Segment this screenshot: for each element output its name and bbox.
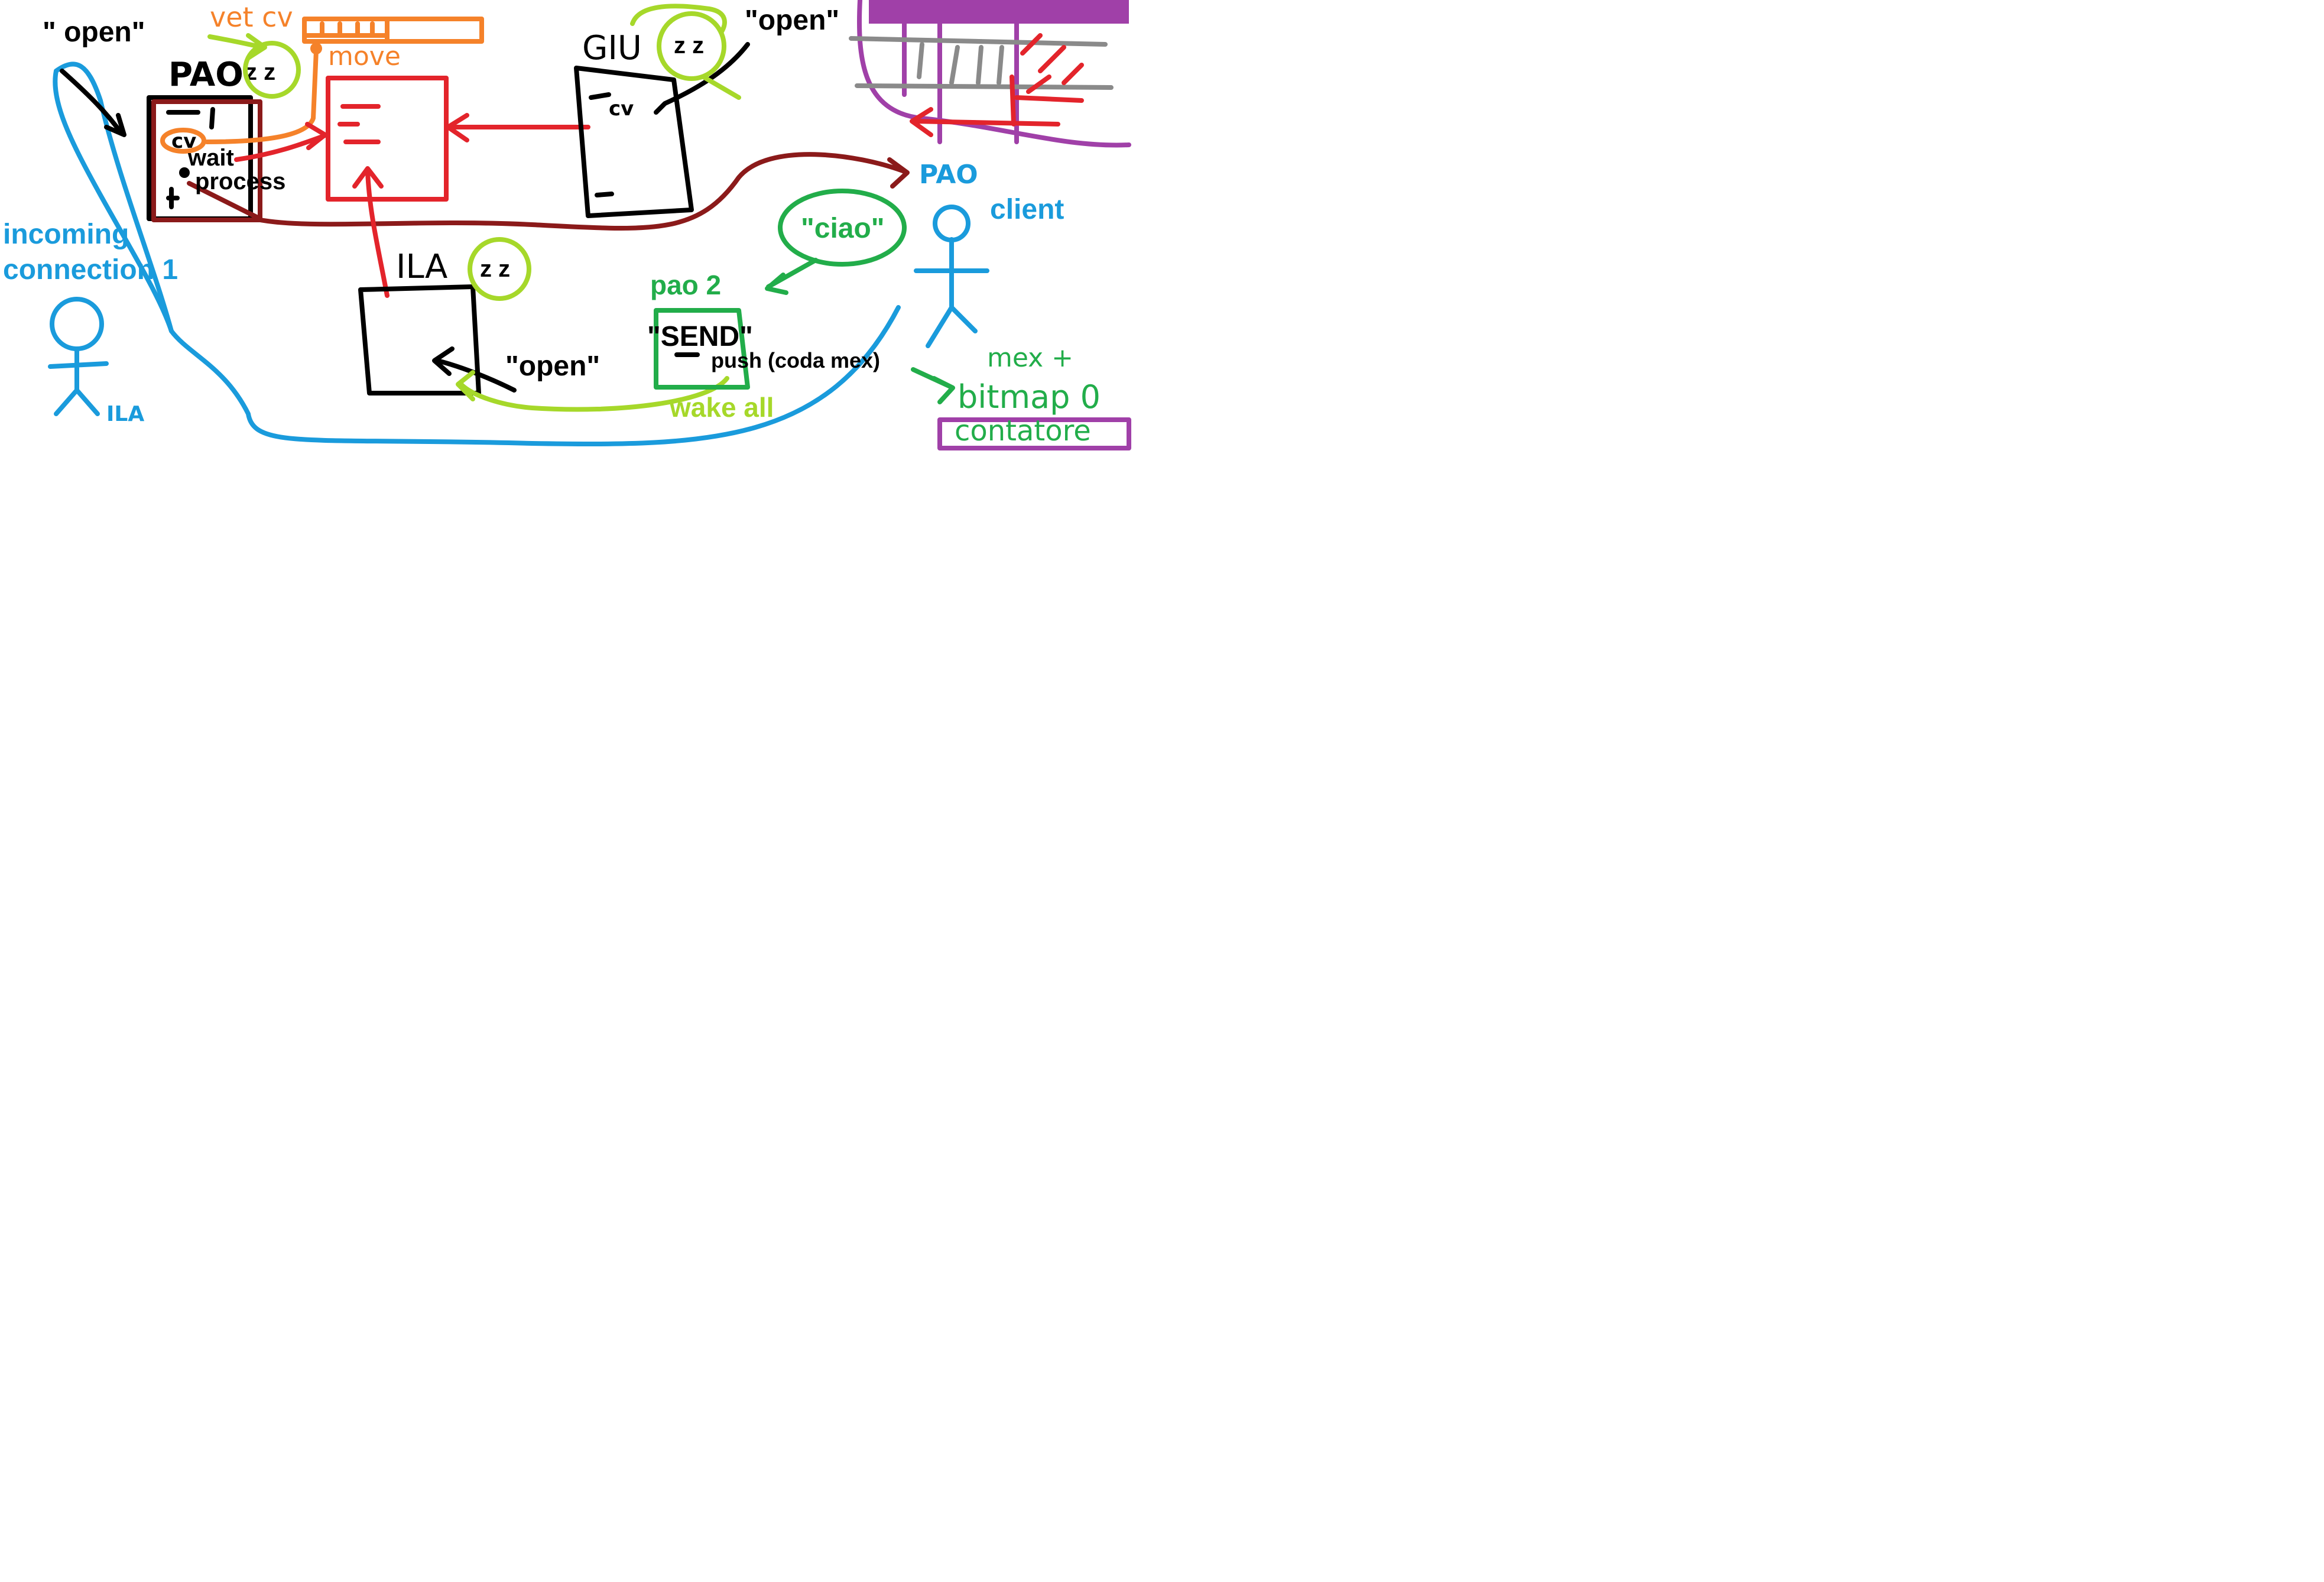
incoming-user-figure [48,297,109,416]
pao2-thread-box [654,308,750,390]
zzz-pao: z z [245,59,275,85]
giu-label: GIU [582,29,642,67]
move-label: move [328,41,401,72]
bitmap-label: bitmap 0 [957,378,1101,416]
wake-all-arrow [456,370,729,412]
shared-red-box [326,76,449,202]
cv-circle [160,128,206,154]
send-label: "SEND" [647,321,753,352]
ciao-label: "ciao" [801,213,885,244]
cv-giu-label: cv [609,97,634,121]
wake-all-label: wake all [669,392,774,423]
contatore-label: contatore [955,414,1091,448]
pao-client-label: PAO [919,160,978,190]
contatore-box [937,417,1131,450]
client-label: client [990,194,1064,225]
pao-label: PAO [168,56,244,94]
ila-label: ILA [396,248,447,286]
pao2-label: pao 2 [650,270,721,300]
wait-label: wait [187,145,234,171]
giu-thread-box [574,42,750,218]
zzz-giu: z z [674,33,704,59]
zzz-ila: z z [480,256,510,282]
open-label-giu: "open" [745,5,839,36]
vet-cv-label: vet cv [210,1,293,33]
incoming-label-line2: connection 1 [3,254,178,286]
ila-person-label: ILA [106,402,144,426]
mex-plus-label: mex + [987,343,1073,373]
open-label-top-left: " open" [43,17,145,48]
ila-thread-box [358,284,517,396]
memory-grid [849,0,1131,148]
open-label-ila: "open" [505,351,600,382]
process-label: process [195,168,285,194]
pao-to-client-arrow [252,152,907,231]
incoming-label-line1: incoming [3,219,129,250]
ciao-bubble [778,189,907,267]
push-label: push (coda mex) [711,348,880,372]
connection-outline [54,61,901,446]
vet-cv-array [205,17,484,144]
connection-outline-left [53,69,174,333]
client-figure [914,205,989,348]
cv-pao-label: cv [171,129,196,153]
